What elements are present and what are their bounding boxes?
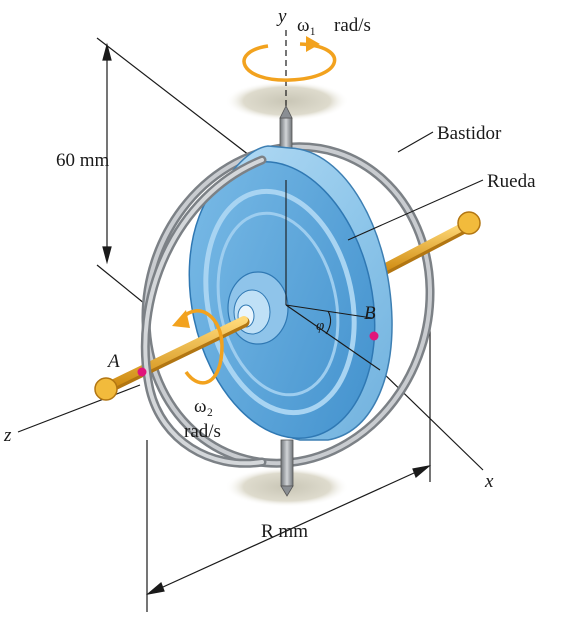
angle-construction	[285, 180, 381, 371]
point-b-label: B	[364, 303, 376, 324]
rear-shaft	[374, 211, 481, 278]
y-axis-label: y	[276, 6, 287, 27]
omega2-arrow	[180, 309, 224, 385]
dimension-r-label: R mm	[261, 521, 308, 542]
omega2-unit: rad/s	[184, 421, 221, 442]
dimension-60mm	[96, 37, 259, 309]
omega1-arrow	[242, 42, 337, 82]
top-shadow	[225, 81, 349, 121]
omega1-symbol: ω₁	[297, 15, 316, 36]
dimension-r	[145, 310, 432, 612]
wheel-label: Rueda	[487, 171, 536, 192]
dimension-60-label: 60 mm	[56, 150, 110, 171]
omega1-unit: rad/s	[334, 15, 371, 36]
point-a-label: A	[106, 351, 120, 372]
wheel	[188, 145, 393, 441]
bottom-pin	[280, 439, 294, 497]
z-axis-line	[17, 384, 141, 433]
leader-lines	[347, 131, 484, 241]
omega1-arrowhead	[306, 36, 320, 52]
angle-label: φ	[316, 318, 324, 334]
axis-lines	[17, 30, 484, 471]
omega2-arrowhead	[172, 310, 190, 328]
z-axis-label: z	[3, 425, 12, 446]
frame-ring-back-hl	[143, 144, 433, 466]
frame-label: Bastidor	[437, 123, 502, 144]
x-axis-line	[379, 369, 484, 471]
point-a-marker	[137, 367, 147, 377]
wheel-groove-inner	[216, 211, 340, 397]
omega2-symbol: ω₂	[194, 396, 213, 417]
x-axis-label: x	[484, 471, 494, 492]
point-b-marker	[369, 331, 379, 341]
